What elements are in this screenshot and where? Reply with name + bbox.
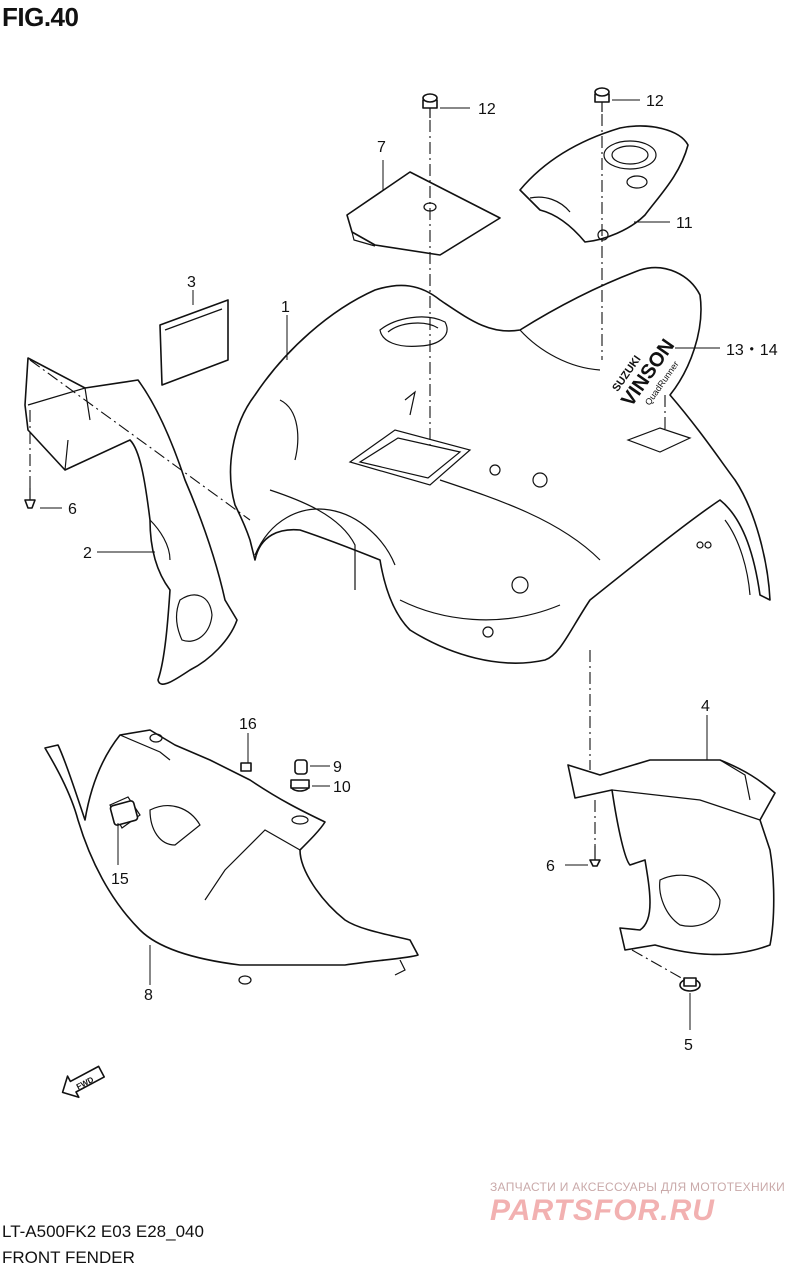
part-4-right-inner-fender: [567, 759, 776, 956]
fastener-12-left: [422, 93, 438, 118]
callout-12-right: 12: [646, 93, 664, 110]
section-name: FRONT FENDER: [2, 1248, 135, 1267]
model-code: LT-A500FK2 E03 E28_040: [2, 1222, 204, 1241]
callout-8: 8: [144, 987, 153, 1004]
forward-arrow-icon: FWD: [61, 1065, 106, 1099]
assembly-line-2: [29, 359, 251, 521]
part-2-left-inner-fender: [24, 357, 238, 685]
grommet-9: [294, 759, 308, 775]
assembly-line-5: [631, 949, 686, 981]
callout-2: 2: [83, 545, 92, 562]
part-7-lid-cover: [346, 171, 501, 256]
part-11-instrument-cover: [519, 125, 689, 243]
callout-15: 15: [111, 871, 129, 888]
part-8-front-guard: [44, 729, 419, 985]
collar-10: [290, 779, 310, 792]
watermark-logo: PARTSFOR.RU: [490, 1194, 715, 1227]
callout-4: 4: [701, 698, 710, 715]
front-fender-body: [229, 266, 771, 664]
figure-title: FIG.40: [2, 2, 79, 32]
watermark-tagline: ЗАПЧАСТИ И АКСЕССУАРЫ ДЛЯ МОТОТЕХНИКИ: [490, 1180, 786, 1194]
switch-15: [109, 800, 139, 826]
callout-13-14: 13・14: [726, 342, 778, 359]
callout-7: 7: [377, 139, 386, 156]
nut-16: [240, 762, 252, 772]
callout-5: 5: [684, 1037, 693, 1054]
fastener-6-left: [24, 488, 36, 509]
callout-6-right: 6: [546, 858, 555, 875]
fastener-5: [679, 977, 701, 992]
fastener-6-right: [589, 846, 601, 867]
callout-1: 1: [281, 299, 290, 316]
part-3-pad: [159, 299, 229, 386]
callout-12-left: 12: [478, 101, 496, 118]
callout-11: 11: [676, 215, 693, 232]
callout-9: 9: [333, 759, 342, 776]
callout-16: 16: [239, 716, 257, 733]
fastener-12-right: [594, 87, 610, 112]
callout-10: 10: [333, 779, 351, 796]
callout-3: 3: [187, 274, 196, 291]
callout-6-left: 6: [68, 501, 77, 518]
